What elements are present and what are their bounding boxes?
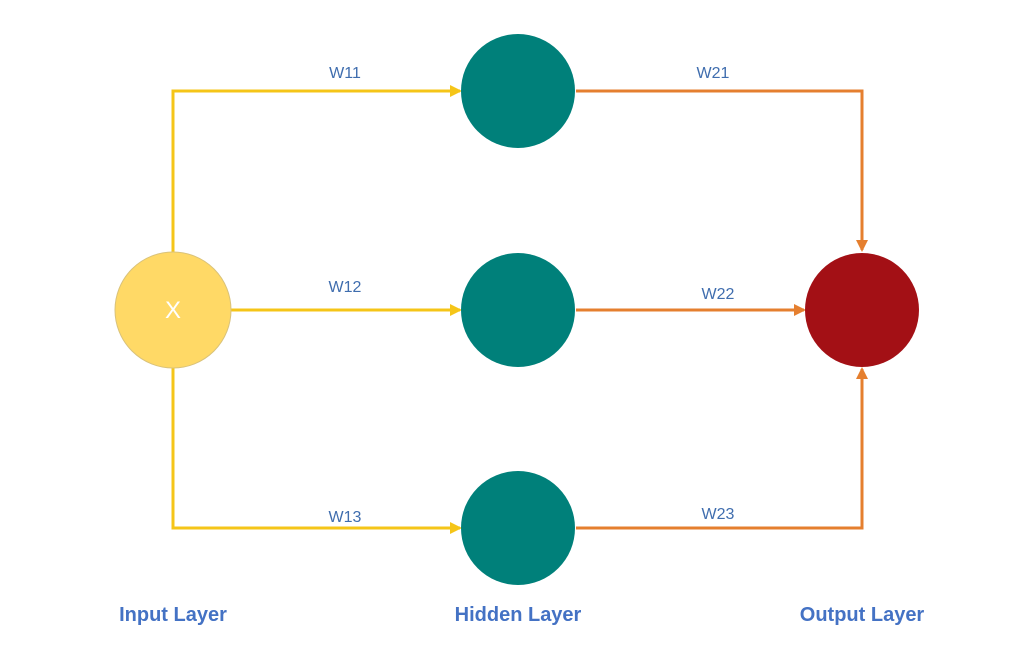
weight-labels: W11 W12 W13 W21 W22 W23 xyxy=(329,65,735,526)
nodes: X xyxy=(114,34,919,585)
input-node xyxy=(114,251,232,369)
hidden-to-output-edges xyxy=(576,89,868,530)
weight-label-w12: W12 xyxy=(329,279,362,296)
output-layer-label: Output Layer xyxy=(800,604,925,626)
hidden-node-3 xyxy=(461,471,575,585)
output-node xyxy=(805,253,919,367)
input-to-hidden-edges xyxy=(171,85,462,534)
edge-input-h3 xyxy=(171,368,462,534)
hidden-node-1 xyxy=(461,34,575,148)
edge-input-h1 xyxy=(171,85,462,252)
hidden-node-2 xyxy=(461,253,575,367)
hidden-layer-label: Hidden Layer xyxy=(455,604,582,626)
edge-h3-output xyxy=(576,367,868,530)
weight-label-w22: W22 xyxy=(702,286,735,303)
input-layer-label: Input Layer xyxy=(119,604,227,626)
input-node-label: X xyxy=(165,297,181,324)
edge-h1-output xyxy=(576,89,868,252)
weight-label-w13: W13 xyxy=(329,509,362,526)
weight-label-w11: W11 xyxy=(329,65,361,82)
weight-label-w23: W23 xyxy=(702,506,735,523)
weight-label-w21: W21 xyxy=(697,65,730,82)
layer-labels: Input Layer Hidden Layer Output Layer xyxy=(119,604,924,626)
